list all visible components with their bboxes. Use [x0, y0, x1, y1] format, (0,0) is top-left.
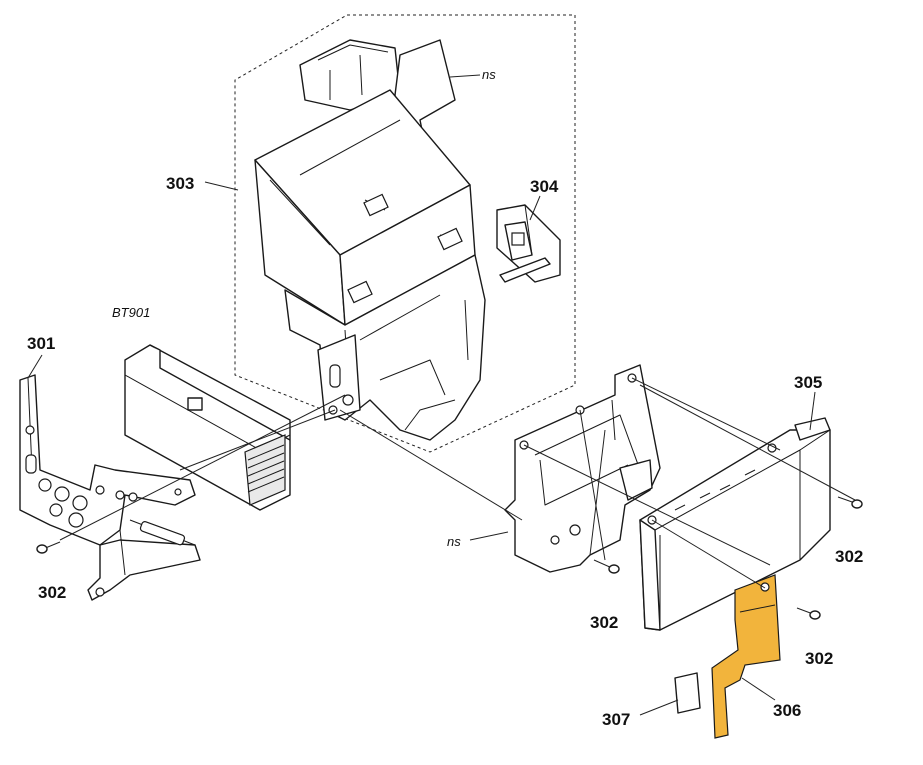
- label-305: 305: [794, 373, 822, 392]
- part-301-bracket: [19, 374, 201, 601]
- label-302-a: 302: [38, 583, 66, 602]
- part-306-flex-cable: [711, 574, 781, 739]
- label-306: 306: [773, 701, 801, 720]
- alignment-lines: [59, 377, 856, 589]
- screw-302-b: [593, 559, 620, 574]
- screw-302-a: [36, 541, 61, 554]
- part-307-pad: [674, 672, 701, 714]
- part-bt901-battery-holder: [124, 344, 291, 511]
- label-ns-top: ns: [482, 67, 496, 82]
- label-301: 301: [27, 334, 55, 353]
- label-leaders: [27, 74, 816, 716]
- label-303: 303: [166, 174, 194, 193]
- screw-302-d: [837, 496, 863, 509]
- assembly-303-boundary: [234, 14, 576, 453]
- screw-302-c: [796, 607, 821, 620]
- label-ns-bottom: ns: [447, 534, 461, 549]
- part-304-switch: [496, 204, 561, 283]
- label-307: 307: [602, 710, 630, 729]
- label-302-c: 302: [805, 649, 833, 668]
- part-303-frame: [254, 39, 486, 441]
- label-bt901: BT901: [112, 305, 150, 320]
- label-304: 304: [530, 177, 559, 196]
- label-302-b: 302: [590, 613, 618, 632]
- label-302-d: 302: [835, 547, 863, 566]
- part-middle-plate: [504, 364, 661, 573]
